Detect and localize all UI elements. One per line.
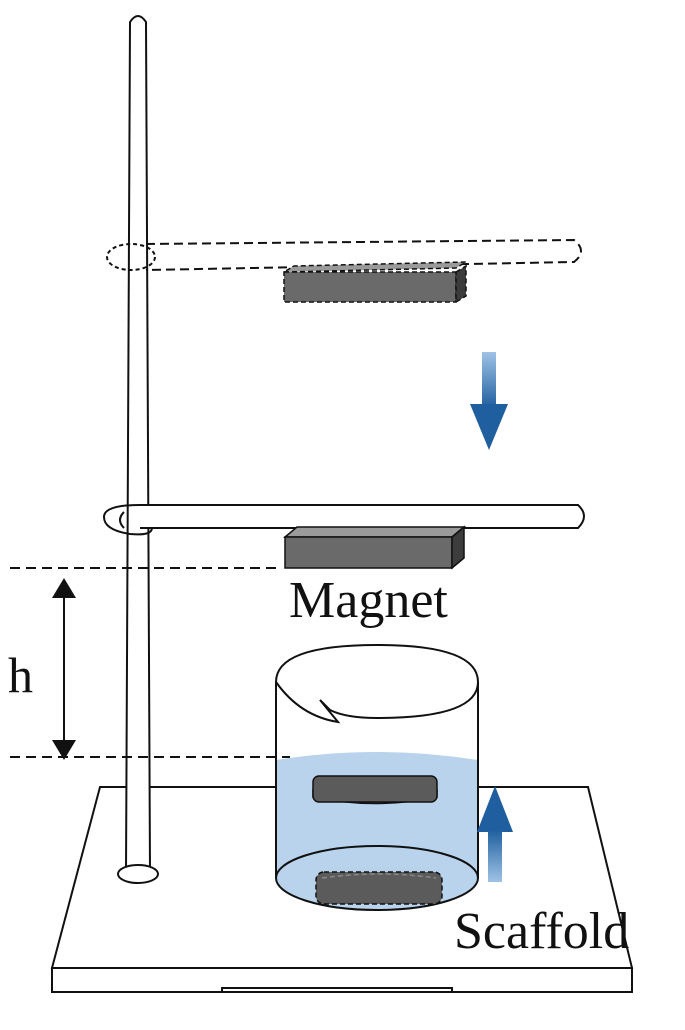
suspended-magnet-disc [312,775,438,805]
stand-rod [117,15,159,884]
height-reference-lines [10,567,290,758]
double-headed-arrow-icon [52,578,76,760]
arrow-down-icon [470,352,508,450]
scaffold-label: Scaffold [454,903,629,960]
upper-clamp-arm [106,238,582,271]
height-label: h [8,647,33,703]
magnet [282,525,467,570]
scaffold [315,871,443,905]
rod-foot [117,864,159,884]
lower-clamp-arm [102,504,585,536]
magnet-label: Magnet [289,572,448,629]
arrow-up-icon [477,786,513,882]
magnet-initial-position [281,261,469,304]
